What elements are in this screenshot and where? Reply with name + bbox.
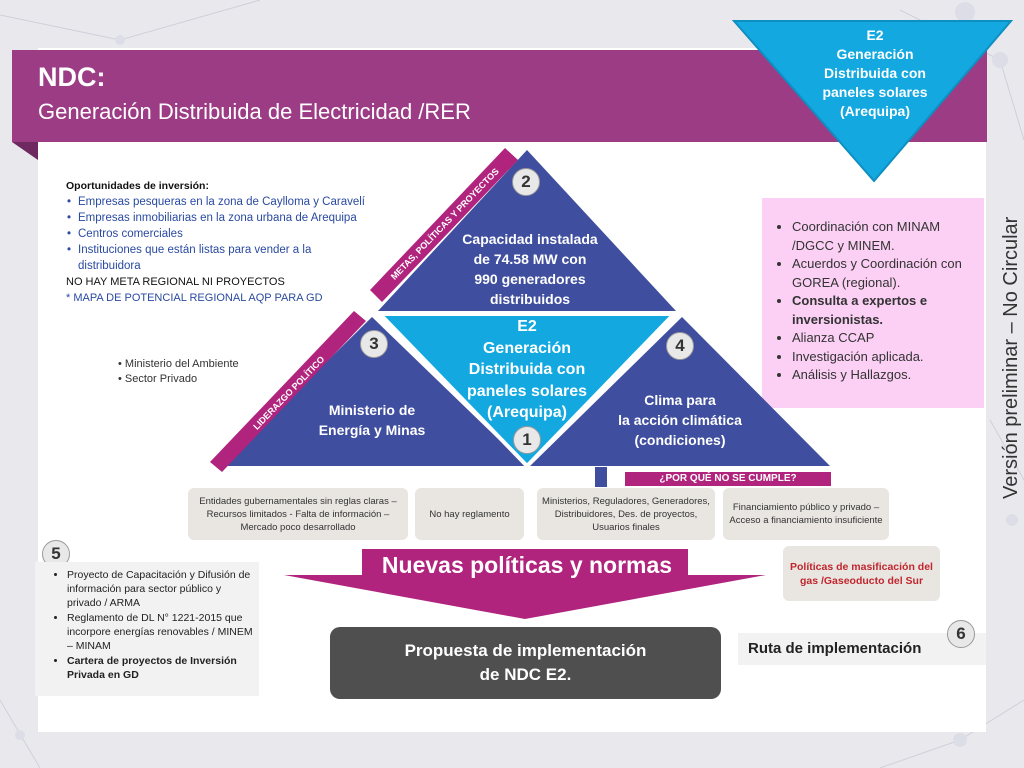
list-item: Coordinación con MINAM /DGCC y MINEM. (792, 218, 976, 255)
propuesta-box: Propuesta de implementación de NDC E2. (330, 627, 721, 699)
oportunidades-block: Oportunidades de inversión: Empresas pes… (66, 178, 396, 306)
list-item: Consulta a expertos e inversionistas. (792, 292, 976, 329)
e2-top-label: E2 Generación Distribuida con paneles so… (822, 27, 928, 119)
header-fold (12, 142, 38, 160)
oportunidades-heading: Oportunidades de inversión: (66, 180, 209, 192)
page-title: NDC: (38, 62, 106, 92)
pyramid-center-triangle (375, 312, 679, 469)
number-badge-1: 1 (513, 426, 541, 454)
list-item: Centros comerciales (67, 226, 396, 242)
liderazgo-band (210, 311, 366, 472)
list-item: Acuerdos y Coordinación con GOREA (regio… (792, 255, 976, 292)
list-item: Alianza CCAP (792, 329, 976, 348)
stakeholder-list: Ministerio del Ambiente Sector Privado (118, 357, 239, 387)
ruta-implementacion: Ruta de implementación (738, 633, 986, 665)
list-item: Análisis y Hallazgos. (792, 366, 976, 385)
nuevas-politicas-label: Nuevas políticas y normas (381, 552, 673, 578)
number-badge-6: 6 (947, 620, 975, 648)
page-subtitle: Generación Distribuida de Electricidad /… (38, 99, 471, 124)
pyramid-right-triangle (530, 317, 830, 466)
cause-box-3: Ministerios, Reguladores, Generadores, D… (537, 488, 715, 540)
e2-top-triangle (731, 20, 1014, 183)
nuevas-politicas-arrow (284, 549, 766, 619)
number-badge-3: 3 (360, 330, 388, 358)
list-item: Empresas pesqueras en la zona de Cayllom… (67, 194, 396, 210)
porque-label: ¿POR QUÉ NO SE CUMPLE? (625, 472, 831, 486)
list-item: Proyecto de Capacitación y Difusión de i… (67, 568, 255, 610)
list-item: Empresas inmobiliarias en la zona urbana… (67, 210, 396, 226)
list-item: Cartera de proyectos de Inversión Privad… (67, 654, 255, 682)
cause-box-1: Entidades gubernamentales sin reglas cla… (188, 488, 408, 540)
list-item: Reglamento de DL N° 1221-2015 que incorp… (67, 611, 255, 653)
mapa-note: * MAPA DE POTENCIAL REGIONAL AQP PARA GD (66, 292, 323, 304)
list-item: Sector Privado (118, 372, 239, 387)
pyramid-top-triangle (378, 150, 676, 311)
cause-box-2: No hay reglamento (415, 488, 524, 540)
section5-box: Proyecto de Capacitación y Difusión de i… (35, 562, 259, 696)
number-badge-2: 2 (512, 168, 540, 196)
vertical-note: Versión preliminar – No Circular (1000, 216, 1022, 499)
gas-policy-box: Políticas de masificación del gas /Gaseo… (783, 546, 940, 601)
list-item: Investigación aplicada. (792, 348, 976, 367)
list-item: Instituciones que están listas para vend… (67, 242, 368, 274)
pyramid-connector (595, 467, 607, 487)
no-meta-note: NO HAY META REGIONAL NI PROYECTOS (66, 276, 285, 288)
number-badge-4: 4 (666, 332, 694, 360)
coordinacion-box: Coordinación con MINAM /DGCC y MINEM. Ac… (762, 198, 984, 408)
pyramid-left-triangle (221, 317, 526, 466)
metas-band (370, 148, 518, 302)
list-item: Ministerio del Ambiente (118, 357, 239, 372)
cause-box-4: Financiamiento público y privado – Acces… (723, 488, 889, 540)
